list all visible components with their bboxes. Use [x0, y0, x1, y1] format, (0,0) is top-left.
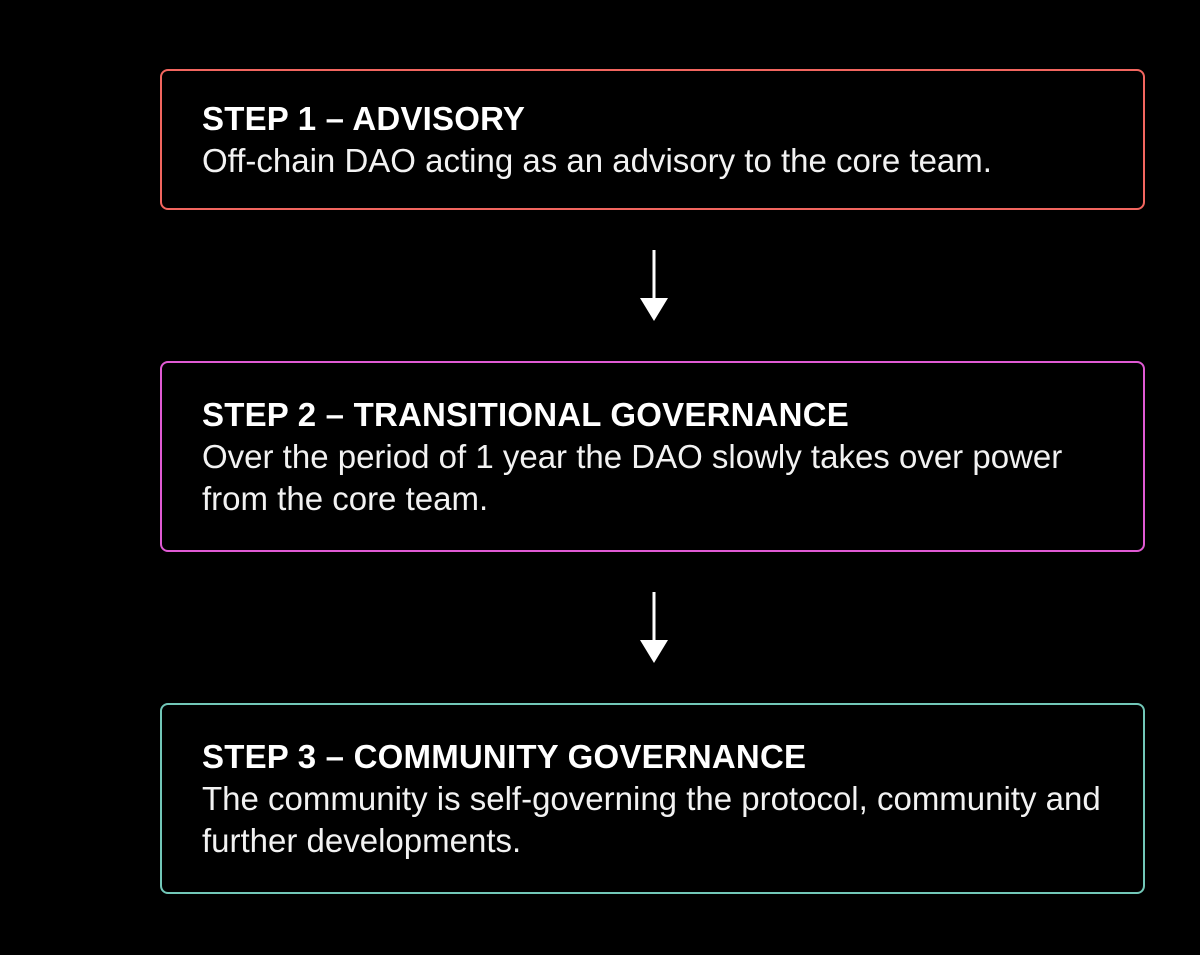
step-1-title: STEP 1 – ADVISORY — [202, 99, 526, 137]
step-1-description: Off-chain DAO acting as an advisory to t… — [202, 141, 992, 179]
arrow-down-icon — [640, 250, 668, 321]
step-3-description: The community is self-governing the prot… — [202, 779, 1101, 859]
step-3-title: STEP 3 – COMMUNITY GOVERNANCE — [202, 737, 807, 775]
arrow-down-icon — [640, 592, 668, 663]
step-1-box: STEP 1 – ADVISORY Off-chain DAO acting a… — [160, 69, 1145, 210]
step-2-box: STEP 2 – TRANSITIONAL GOVERNANCE Over th… — [160, 361, 1145, 552]
step-2-description: Over the period of 1 year the DAO slowly… — [202, 437, 1063, 517]
step-2-title: STEP 2 – TRANSITIONAL GOVERNANCE — [202, 395, 849, 433]
step-3-box: STEP 3 – COMMUNITY GOVERNANCE The commun… — [160, 703, 1145, 894]
